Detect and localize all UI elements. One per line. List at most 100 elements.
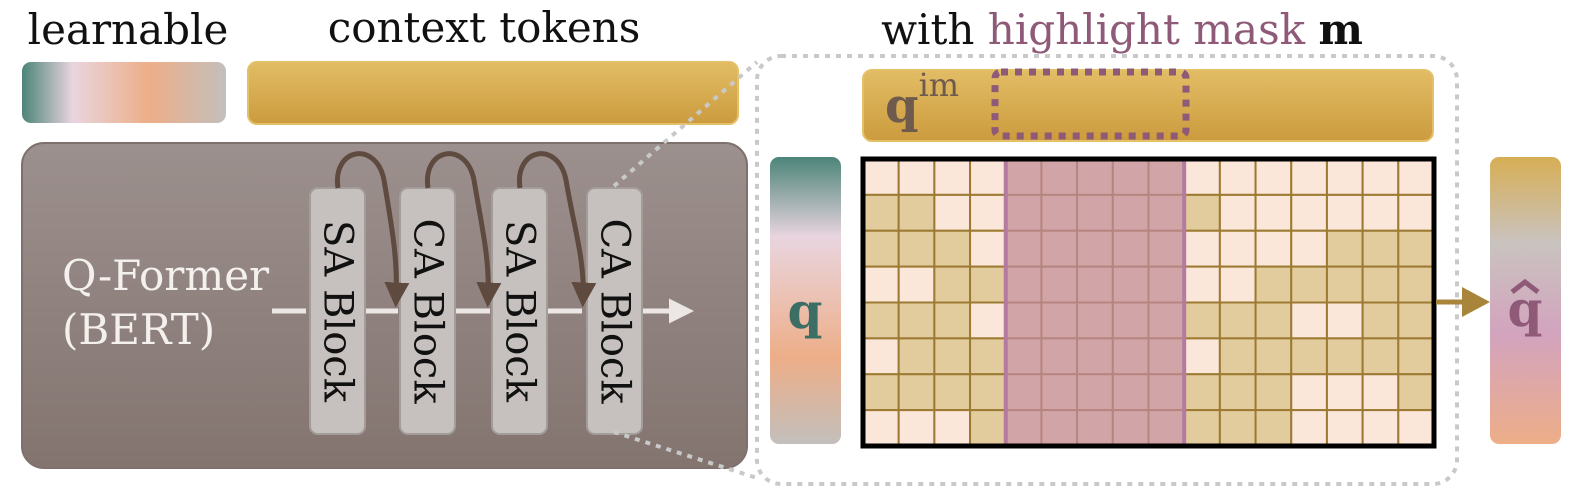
grid-cell xyxy=(1218,301,1257,340)
block-label-2: SA Block xyxy=(497,220,543,403)
grid-cell xyxy=(862,229,900,268)
grid-cell xyxy=(1397,409,1435,447)
grid-cell xyxy=(1290,193,1328,232)
grid-border xyxy=(860,156,1437,449)
grid-cell xyxy=(862,373,900,412)
q-label: q xyxy=(788,281,823,340)
q-im-base: q xyxy=(885,78,919,134)
grid-cell xyxy=(1183,265,1221,304)
grid-cell xyxy=(1361,229,1400,268)
grid-cell xyxy=(1290,301,1328,340)
grid-cell xyxy=(1218,229,1257,268)
grid-cell xyxy=(969,158,1007,196)
context-tokens-bar xyxy=(247,61,739,125)
grid-cell xyxy=(1397,337,1435,376)
grid-cell xyxy=(1254,409,1293,447)
grid-cell xyxy=(1361,409,1400,447)
block-label-3: CA Block xyxy=(592,218,638,404)
grid-cell xyxy=(1361,373,1400,412)
q-bar xyxy=(770,157,841,444)
grid-cell xyxy=(933,301,972,340)
grid-cell xyxy=(897,229,936,268)
grid-cell xyxy=(1183,193,1221,232)
grid-cell xyxy=(1218,158,1257,196)
grid-cell xyxy=(969,373,1007,412)
grid-cell xyxy=(897,193,936,232)
mask-m-symbol: m xyxy=(1318,5,1362,54)
grid-cell xyxy=(969,229,1007,268)
grid-cell xyxy=(933,373,972,412)
grid-cell xyxy=(1254,373,1293,412)
q-hat-bar xyxy=(1490,157,1561,444)
grid-cell xyxy=(1397,158,1435,196)
grid-cell xyxy=(1290,229,1328,268)
grid-cell xyxy=(1325,373,1364,412)
grid-cell xyxy=(1218,193,1257,232)
grid-cell xyxy=(1254,337,1293,376)
grid-cell xyxy=(1325,337,1364,376)
learnable-label: learnable xyxy=(28,5,229,54)
q-hat-label: q xyxy=(1508,279,1543,338)
grid-cell xyxy=(933,409,972,447)
grid-cell xyxy=(1325,193,1364,232)
grid-cell xyxy=(1218,337,1257,376)
grid-cell xyxy=(1325,229,1364,268)
grid-cell xyxy=(969,265,1007,304)
zoom-panel xyxy=(755,54,1459,486)
grid-cell xyxy=(1254,229,1293,268)
bert-label: (BERT) xyxy=(62,305,215,354)
qformer-label: Q-Former xyxy=(62,251,270,300)
block-label-1: CA Block xyxy=(405,218,451,404)
grid-cell xyxy=(1254,265,1293,304)
context-tokens-label: context tokens xyxy=(328,3,641,52)
grid-cell xyxy=(1183,158,1221,196)
grid-cell xyxy=(862,409,900,447)
residual-arrow-1 xyxy=(424,151,502,308)
grid-cell xyxy=(1397,301,1435,340)
grid-cell xyxy=(933,265,972,304)
grid-cell xyxy=(1254,158,1293,196)
zoom-line-top xyxy=(612,60,759,188)
grid-cell xyxy=(1183,409,1221,447)
grid-cell xyxy=(969,409,1007,447)
grid-cell xyxy=(1361,265,1400,304)
grid-cell xyxy=(1183,301,1221,340)
grid-cell xyxy=(1290,409,1328,447)
grid-cell xyxy=(897,265,936,304)
residual-arrow-2 xyxy=(516,151,597,308)
grid-cell xyxy=(1254,193,1293,232)
grid-cell xyxy=(897,337,936,376)
grid-cell xyxy=(933,193,972,232)
grid-cell xyxy=(1290,158,1328,196)
attention-mask-grid xyxy=(860,156,1437,449)
grid-cell xyxy=(1290,265,1328,304)
grid-cell xyxy=(862,301,900,340)
grid-cell xyxy=(933,158,972,196)
grid-cell xyxy=(933,229,972,268)
grid-cell xyxy=(1254,301,1293,340)
learnable-query-bar xyxy=(22,62,226,123)
grid-cell xyxy=(1325,158,1364,196)
grid-cell xyxy=(1397,193,1435,232)
grid-cell xyxy=(1325,265,1364,304)
grid-cell xyxy=(1218,373,1257,412)
highlight-mask-word: highlight mask xyxy=(988,5,1306,54)
q-im-superscript: im xyxy=(919,66,960,104)
output-arrow-head xyxy=(1462,287,1490,317)
residual-arrows xyxy=(334,151,597,308)
grid-cell xyxy=(1183,337,1221,376)
grid-cell xyxy=(897,409,936,447)
q-hat-caret xyxy=(1510,278,1540,294)
grid-cell xyxy=(969,337,1007,376)
grid-cell xyxy=(1218,265,1257,304)
grid-cell xyxy=(969,193,1007,232)
highlight-mask-title: with highlight mask m xyxy=(881,5,1363,54)
grid-cell xyxy=(862,337,900,376)
grid-cell xyxy=(897,158,936,196)
q-im-label: qim xyxy=(885,66,959,134)
highlight-mask-region xyxy=(1003,157,1187,448)
q-im-highlight-box xyxy=(991,68,1190,140)
grid-cell xyxy=(862,193,900,232)
grid-cell xyxy=(862,265,900,304)
